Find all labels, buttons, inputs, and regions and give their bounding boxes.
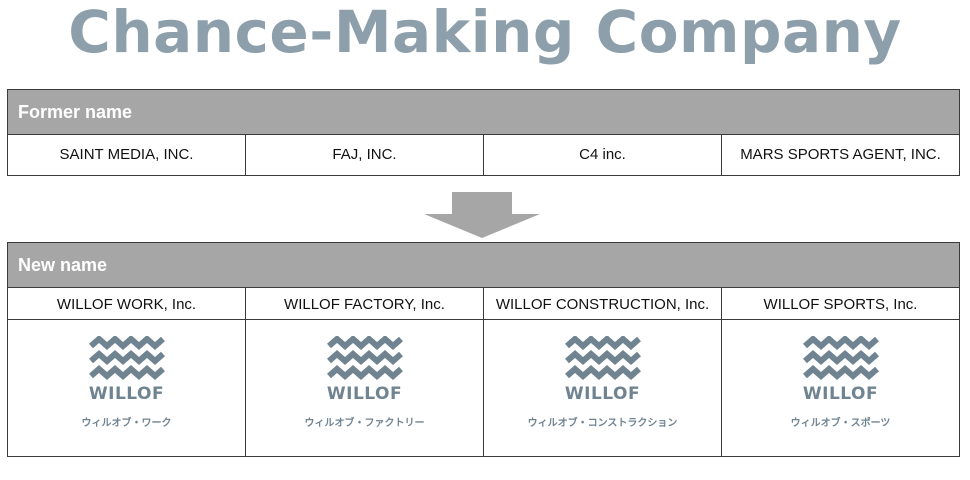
- willof-construction-logo: WILLOF ウィルオブ・コンストラクション: [484, 336, 721, 429]
- down-arrow-icon: [424, 192, 540, 243]
- new-name-header: New name: [8, 243, 959, 288]
- logo-kana: ウィルオブ・ワーク: [81, 418, 172, 429]
- logo-row: WILLOF ウィルオブ・ワーク WILLOF ウィルオブ・ファクトリー: [8, 319, 959, 456]
- new-name-cell: WILLOF FACTORY, Inc.: [246, 288, 484, 319]
- former-name-cell: MARS SPORTS AGENT, INC.: [740, 146, 941, 163]
- new-name-cell: WILLOF CONSTRUCTION, Inc.: [484, 288, 722, 319]
- logo-kana: ウィルオブ・ファクトリー: [304, 418, 425, 429]
- willof-sports-logo: WILLOF ウィルオブ・スポーツ: [722, 336, 959, 429]
- logo-kana: ウィルオブ・コンストラクション: [527, 418, 678, 429]
- willof-work-logo: WILLOF ウィルオブ・ワーク: [8, 336, 245, 429]
- logo-kana: ウィルオブ・スポーツ: [790, 418, 891, 429]
- new-name-table: New name WILLOF WORK, Inc. WILLOF FACTOR…: [7, 242, 960, 457]
- logo-brand: WILLOF: [802, 384, 879, 404]
- former-name-table: Former name SAINT MEDIA, INC. FAJ, INC. …: [7, 89, 960, 176]
- former-name-cell: SAINT MEDIA, INC.: [8, 135, 246, 175]
- wave-logo-icon: [88, 336, 165, 380]
- logo-brand: WILLOF: [326, 384, 403, 404]
- logo-brand: WILLOF: [88, 384, 165, 404]
- willof-factory-logo: WILLOF ウィルオブ・ファクトリー: [246, 336, 483, 429]
- new-name-cell: WILLOF WORK, Inc.: [8, 288, 246, 319]
- former-name-cell: FAJ, INC.: [246, 135, 484, 175]
- logo-cell: WILLOF ウィルオブ・ワーク: [8, 320, 246, 456]
- logo-cell: WILLOF ウィルオブ・スポーツ: [722, 320, 959, 456]
- former-name-header: Former name: [8, 90, 959, 135]
- wave-logo-icon: [326, 336, 403, 380]
- logo-brand: WILLOF: [564, 384, 641, 404]
- new-name-cell: WILLOF SPORTS, Inc.: [763, 296, 918, 313]
- wave-logo-icon: [802, 336, 879, 380]
- former-name-row: SAINT MEDIA, INC. FAJ, INC. C4 inc. MARS…: [8, 135, 959, 175]
- page-title: Chance-Making Company: [68, 0, 902, 66]
- wave-logo-icon: [564, 336, 641, 380]
- new-name-row: WILLOF WORK, Inc. WILLOF FACTORY, Inc. W…: [8, 288, 959, 319]
- former-name-cell: C4 inc.: [484, 135, 722, 175]
- logo-cell: WILLOF ウィルオブ・コンストラクション: [484, 320, 722, 456]
- logo-cell: WILLOF ウィルオブ・ファクトリー: [246, 320, 484, 456]
